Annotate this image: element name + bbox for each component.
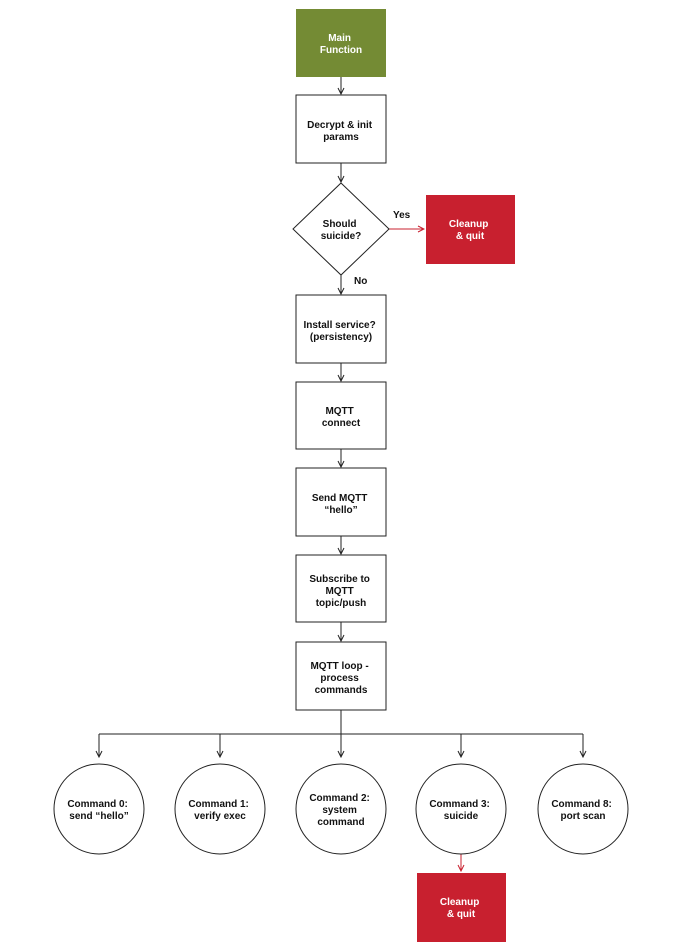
node-label: Subscribe to MQTT topic/push [309, 574, 372, 609]
node-label: Command 3: suicide [429, 799, 492, 822]
label-line: commands [315, 685, 368, 696]
node-command-1: Command 1: verify exec [174, 763, 266, 855]
node-should-suicide: Should suicide? [292, 182, 390, 276]
label-line: system [322, 805, 357, 816]
start-box [296, 9, 386, 77]
label-line: Decrypt & init [307, 120, 373, 131]
process-box [295, 554, 387, 623]
node-label: Install service? (persistency) [303, 320, 378, 343]
node-label: Command 1: verify exec [188, 799, 251, 822]
command-circle [537, 763, 629, 855]
edge-label-no: No [354, 276, 367, 287]
node-label: Command 8: port scan [551, 799, 614, 822]
label-line: topic/push [316, 598, 367, 609]
node-label: Command 2: system command [309, 793, 372, 828]
edge-label-yes: Yes [393, 210, 411, 221]
label-line: MQTT [325, 586, 353, 597]
node-label: Send MQTT “hello” [312, 493, 370, 516]
label-line: Command 2: [309, 793, 370, 804]
label-line: Main [328, 33, 351, 44]
node-command-3: Command 3: suicide [415, 763, 507, 855]
label-line: & quit [456, 231, 485, 242]
node-subscribe-topic: Subscribe to MQTT topic/push [295, 554, 387, 623]
command-circle [53, 763, 145, 855]
label-line: MQTT loop - [310, 661, 368, 672]
node-label: Command 0: send “hello” [67, 799, 130, 822]
label-line: MQTT [325, 406, 353, 417]
label-line: Cleanup [440, 897, 479, 908]
node-label: Cleanup & quit [449, 219, 491, 242]
node-mqtt-connect: MQTT connect [295, 381, 387, 450]
node-label: Main Function [320, 33, 362, 56]
label-line: Install service? [303, 320, 375, 331]
node-command-2: Command 2: system command [295, 763, 387, 855]
command-circle [415, 763, 507, 855]
label-line: Command 0: [67, 799, 128, 810]
process-box [295, 381, 387, 450]
node-cleanup-quit-bottom: Cleanup & quit [417, 873, 506, 942]
process-box [295, 94, 387, 164]
terminal-box [417, 873, 506, 942]
node-cleanup-quit-top: Cleanup & quit [426, 195, 515, 264]
node-send-mqtt-hello: Send MQTT “hello” [295, 467, 387, 537]
label-line: & quit [447, 909, 476, 920]
label-line: Command 3: [429, 799, 490, 810]
node-label: Should suicide? [321, 219, 362, 242]
label-line: suicide [444, 811, 479, 822]
label-line: connect [322, 418, 361, 429]
label-line: send “hello” [69, 811, 128, 822]
decision-diamond [292, 182, 390, 276]
node-command-0: Command 0: send “hello” [53, 763, 145, 855]
node-install-service: Install service? (persistency) [295, 294, 387, 364]
label-line: Command 1: [188, 799, 249, 810]
label-line: “hello” [324, 505, 357, 516]
command-circle [174, 763, 266, 855]
node-label: MQTT connect [322, 406, 361, 429]
node-label: Cleanup & quit [440, 897, 482, 920]
label-line: params [323, 132, 359, 143]
label-line: Command 8: [551, 799, 612, 810]
node-decrypt-init: Decrypt & init params [295, 94, 387, 164]
node-main-function: Main Function [296, 9, 386, 77]
label-line: Function [320, 45, 362, 56]
label-line: Cleanup [449, 219, 488, 230]
connectors [99, 77, 583, 757]
node-mqtt-loop: MQTT loop - process commands [295, 641, 387, 711]
node-label: Decrypt & init params [307, 120, 375, 143]
command-circle [295, 763, 387, 855]
label-line: command [317, 817, 364, 828]
red-connectors [389, 229, 461, 871]
node-label: MQTT loop - process commands [310, 661, 371, 696]
node-command-8: Command 8: port scan [537, 763, 629, 855]
process-box [295, 467, 387, 537]
label-line: Should [323, 219, 357, 230]
label-line: (persistency) [310, 332, 372, 343]
terminal-box [426, 195, 515, 264]
label-line: Subscribe to [309, 574, 370, 585]
process-box [295, 294, 387, 364]
label-line: port scan [560, 811, 605, 822]
process-box [295, 641, 387, 711]
label-line: verify exec [194, 811, 246, 822]
label-line: process [320, 673, 359, 684]
label-line: Send MQTT [312, 493, 368, 504]
label-line: suicide? [321, 231, 362, 242]
